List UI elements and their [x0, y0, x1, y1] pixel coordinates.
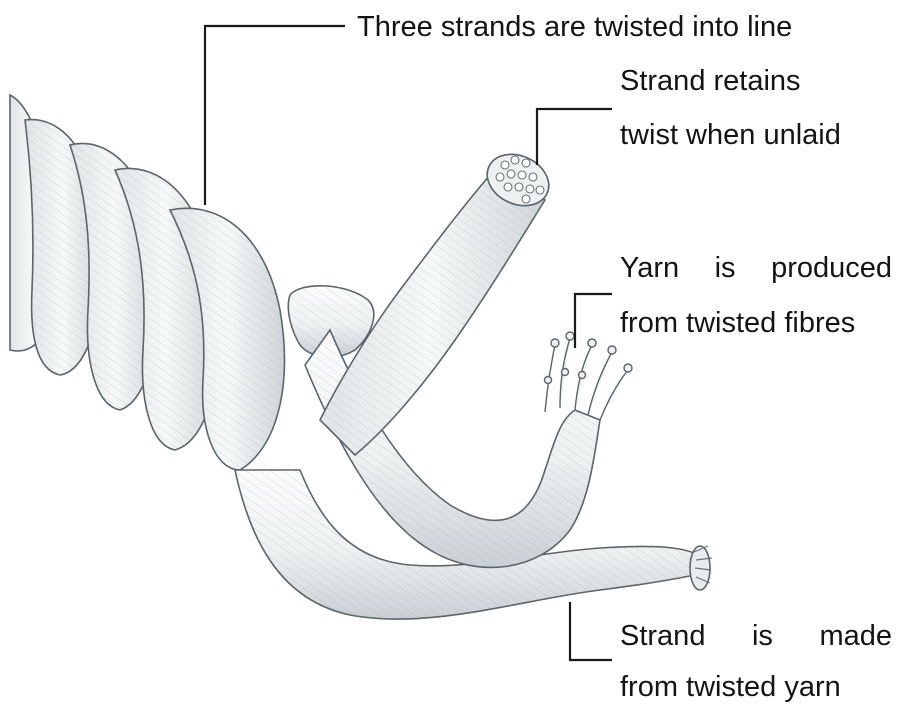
label-strand-made-word3: made [819, 622, 892, 651]
label-three-strands: Three strands are twisted into line [357, 13, 792, 42]
label-strand-made-word2: is [752, 622, 773, 651]
label-yarn-line2: from twisted fibres [620, 309, 855, 338]
laid-rope [10, 95, 284, 470]
yarn-fibres [545, 332, 633, 420]
label-yarn-word1: Yarn [620, 254, 679, 283]
label-yarn-word3: produced [771, 254, 892, 283]
label-strand-made-word1: Strand [620, 622, 705, 651]
leader-strand-retains [537, 109, 612, 165]
label-yarn-line1: Yarn is produced [620, 254, 892, 283]
leader-three-strands [205, 26, 345, 205]
leader-strand-made [570, 602, 612, 660]
label-yarn-word2: is [715, 254, 736, 283]
label-strand-made-line2: from twisted yarn [620, 673, 841, 702]
label-strand-retains-line1: Strand retains [620, 67, 801, 96]
label-strand-made-line1: Strand is made [620, 622, 892, 651]
label-strand-retains-line2: twist when unlaid [620, 121, 841, 150]
